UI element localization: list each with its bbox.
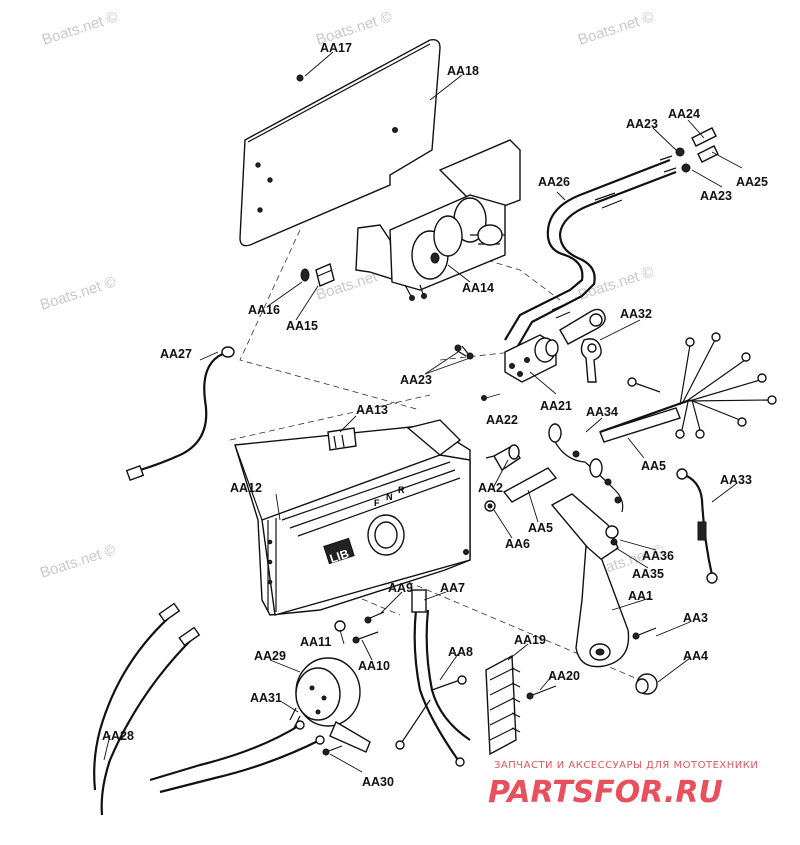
- label-aa7: AA7: [440, 581, 465, 595]
- label-aa36: AA36: [642, 549, 674, 563]
- wire-aa33: [676, 468, 718, 584]
- label-aa12: AA12: [230, 481, 262, 495]
- harness-aa27: [125, 346, 235, 481]
- label-aa35: AA35: [632, 567, 664, 581]
- label-aa25: AA25: [736, 175, 768, 189]
- label-aa23-switch: AA23: [400, 373, 432, 387]
- brand-logo: ЗАПЧАСТИ И АКСЕССУАРЫ ДЛЯ МОТОТЕХНИКИ PA…: [488, 760, 758, 810]
- watermark: Boats.net ©: [576, 263, 656, 303]
- part-labels: AA1 AA2 AA3 AA4 AA5 AA5 AA6 AA7 AA8 AA9 …: [102, 41, 768, 789]
- label-aa1: AA1: [628, 589, 653, 603]
- label-aa11: AA11: [300, 635, 331, 649]
- handle-fittings: [610, 538, 618, 546]
- grip-sleeves: [502, 407, 681, 503]
- label-aa14: AA14: [462, 281, 494, 295]
- label-aa8: AA8: [448, 645, 473, 659]
- label-aa20: AA20: [548, 669, 580, 683]
- housing-logo: LIB: [328, 546, 351, 565]
- label-aa6: AA6: [505, 537, 530, 551]
- watermark: Boats.net ©: [38, 541, 118, 581]
- wires-aa28: [93, 602, 343, 816]
- cover-plate: [239, 38, 441, 247]
- main-wire-harness: [599, 332, 777, 439]
- control-handle: [550, 493, 658, 695]
- screw-aa17: [296, 74, 304, 82]
- cable-end-fittings: [659, 127, 719, 173]
- brand-tagline: ЗАПЧАСТИ И АКСЕССУАРЫ ДЛЯ МОТОТЕХНИКИ: [494, 760, 758, 771]
- label-aa18: AA18: [447, 64, 479, 78]
- label-aa13: AA13: [356, 403, 388, 417]
- label-aa21: AA21: [540, 399, 572, 413]
- screws-aa23: [454, 344, 474, 360]
- label-aa10: AA10: [358, 659, 390, 673]
- neutral-switch: [484, 444, 521, 512]
- label-aa27: AA27: [160, 347, 192, 361]
- leader-lines: [103, 51, 743, 773]
- label-aa5-upper: AA5: [641, 459, 666, 473]
- label-aa33: AA33: [720, 473, 752, 487]
- terminal-block: [485, 654, 557, 756]
- label-aa15: AA15: [286, 319, 318, 333]
- label-aa17: AA17: [320, 41, 352, 55]
- label-aa34: AA34: [586, 405, 618, 419]
- label-aa16: AA16: [248, 303, 280, 317]
- housing-marking-r: R: [398, 485, 405, 495]
- label-aa2: AA2: [478, 481, 503, 495]
- label-aa30: AA30: [362, 775, 394, 789]
- ignition-switch: [481, 334, 559, 401]
- label-aa4: AA4: [683, 649, 708, 663]
- gear-mechanism: [355, 139, 521, 301]
- label-aa24: AA24: [668, 107, 700, 121]
- watermark: Boats.net ©: [576, 8, 656, 48]
- housing-marking-f: F: [374, 498, 380, 508]
- label-aa19: AA19: [514, 633, 546, 647]
- label-aa29: AA29: [254, 649, 286, 663]
- label-aa3: AA3: [683, 611, 708, 625]
- housing-screws: [334, 611, 385, 644]
- housing-marking-n: N: [386, 492, 393, 502]
- label-aa31: AA31: [250, 691, 282, 705]
- label-aa23-bottom: AA23: [700, 189, 732, 203]
- label-aa28: AA28: [102, 729, 134, 743]
- label-aa9: AA9: [388, 581, 413, 595]
- label-aa22: AA22: [486, 413, 518, 427]
- brand-name: PARTSFOR.RU: [488, 775, 723, 810]
- label-aa5-lower: AA5: [528, 521, 553, 535]
- label-aa32: AA32: [620, 307, 652, 321]
- control-housing: F N R LIB: [234, 419, 471, 616]
- clip-parts: [300, 263, 335, 287]
- cover-plate-aa13: [327, 427, 357, 451]
- watermark: Boats.net ©: [38, 273, 118, 313]
- ignition-keys: [559, 308, 606, 383]
- watermark: Boats.net ©: [40, 8, 120, 48]
- harness-aa8: [395, 589, 471, 767]
- label-aa26: AA26: [538, 175, 570, 189]
- lanyard-chain: [548, 423, 624, 513]
- warning-horn: [289, 657, 371, 753]
- control-cables: [504, 158, 677, 347]
- label-aa23-top: AA23: [626, 117, 658, 131]
